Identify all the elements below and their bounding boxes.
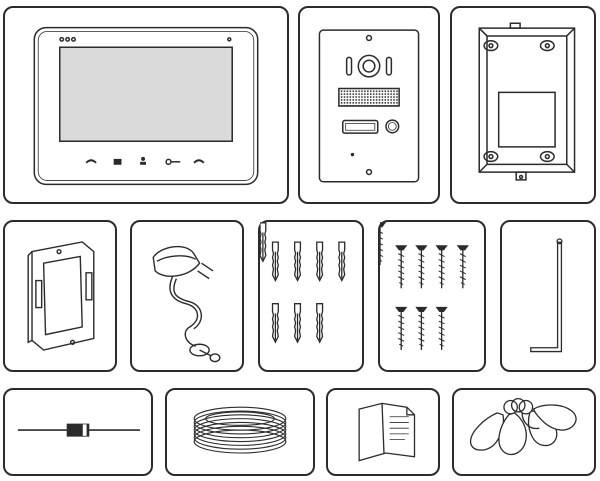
document-icon [328, 390, 438, 474]
rfid-keyfob-icon [454, 390, 594, 474]
panel-wall-plugs [258, 220, 364, 372]
panel-wall-bracket [3, 220, 117, 372]
power-adapter-icon [132, 222, 242, 370]
panel-monitor [3, 6, 289, 204]
panel-door-station [298, 6, 440, 204]
cable-coil-icon [167, 390, 313, 474]
panel-rfid-tags [452, 388, 596, 476]
mounting-box-icon [452, 8, 594, 202]
panel-power-adapter [130, 220, 244, 372]
panel-screws [378, 220, 486, 372]
panel-rain-cover [450, 6, 596, 204]
panel-hex-key [500, 220, 596, 372]
outdoor-door-station-icon [300, 8, 438, 202]
wall-plug-icon [260, 222, 346, 343]
panel-diode [3, 388, 153, 476]
wall-bracket-icon [5, 222, 115, 370]
screw-icon [380, 222, 469, 351]
panel-cable [165, 388, 315, 476]
allen-key-icon [502, 222, 594, 370]
indoor-monitor-icon [5, 8, 287, 202]
panel-manual [326, 388, 440, 476]
diode-icon [5, 390, 151, 474]
